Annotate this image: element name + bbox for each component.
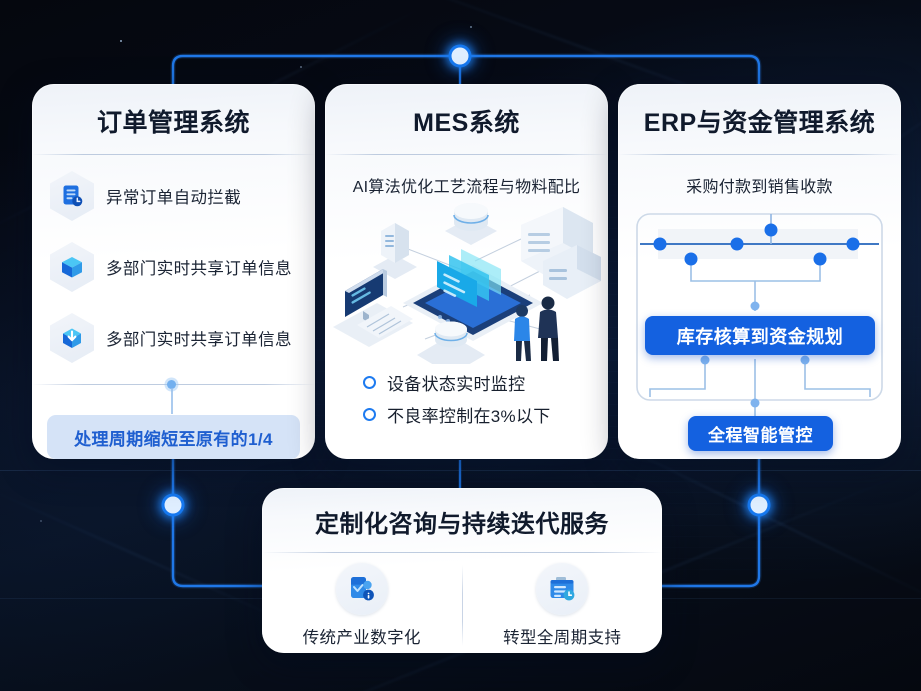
flow-node-small bbox=[750, 398, 760, 408]
card-erp-subtitle: 采购付款到销售收款 bbox=[686, 179, 833, 196]
list-item-label: 多部门实时共享订单信息 bbox=[106, 260, 292, 278]
service-label: 转型全周期支持 bbox=[503, 629, 622, 647]
connector-node-top bbox=[448, 44, 472, 68]
service-row: 传统产业数字化 转型全周期支持 bbox=[262, 553, 662, 653]
flow-node bbox=[653, 237, 667, 251]
flow-node-small bbox=[750, 301, 760, 311]
divider bbox=[262, 552, 662, 553]
order-feature-list: 异常订单自动拦截 多部门实时共享订单信息 bbox=[32, 155, 315, 363]
list-item[interactable]: 多部门实时共享订单信息 bbox=[50, 313, 315, 363]
card-custom-consulting[interactable]: 定制化咨询与持续迭代服务 传统产业数字化 bbox=[262, 488, 662, 653]
background-horizon-line bbox=[0, 470, 921, 471]
background-particle bbox=[120, 40, 122, 42]
list-item[interactable]: 异常订单自动拦截 bbox=[50, 171, 315, 221]
erp-flow-diagram: 库存核算到资金规划 全程智能管控 bbox=[634, 211, 885, 456]
list-item-label: 异常订单自动拦截 bbox=[106, 189, 242, 207]
service-item-digitalization[interactable]: 传统产业数字化 bbox=[262, 553, 462, 653]
bullet-dot-icon bbox=[363, 376, 376, 389]
list-item-label: 设备状态实时监控 bbox=[387, 375, 526, 394]
isometric-network-illustration bbox=[325, 199, 608, 375]
card-order-title: 订单管理系统 bbox=[96, 109, 250, 137]
download-box-icon bbox=[50, 313, 94, 363]
connector-node-left bbox=[161, 493, 185, 517]
divider bbox=[618, 154, 901, 155]
consult-person-icon bbox=[335, 563, 388, 615]
flow-node bbox=[684, 252, 698, 266]
background-particle bbox=[470, 26, 472, 28]
erp-primary-tag[interactable]: 库存核算到资金规划 bbox=[645, 316, 875, 355]
timeline-node bbox=[167, 380, 176, 389]
flow-node bbox=[730, 237, 744, 251]
erp-secondary-tag[interactable]: 全程智能管控 bbox=[688, 416, 833, 451]
flow-node bbox=[813, 252, 827, 266]
list-item-label: 不良率控制在3%以下 bbox=[387, 407, 551, 426]
card-bottom-title: 定制化咨询与持续迭代服务 bbox=[315, 511, 609, 538]
flow-node bbox=[764, 223, 778, 237]
divider bbox=[461, 565, 463, 646]
service-item-lifecycle[interactable]: 转型全周期支持 bbox=[463, 553, 663, 653]
list-item[interactable]: 设备状态实时监控 bbox=[363, 370, 608, 395]
divider bbox=[32, 154, 315, 155]
card-mes-system[interactable]: MES系统 AI算法优化工艺流程与物料配比 bbox=[325, 84, 608, 459]
cube-box-icon bbox=[50, 242, 94, 292]
connector-node-right bbox=[747, 493, 771, 517]
folder-clock-icon bbox=[536, 563, 589, 615]
list-item-label: 多部门实时共享订单信息 bbox=[106, 331, 292, 349]
flow-node bbox=[846, 237, 860, 251]
order-highlight-badge: 处理周期缩短至原有的1/4 bbox=[47, 415, 300, 459]
service-label: 传统产业数字化 bbox=[302, 629, 421, 647]
card-mes-subtitle: AI算法优化工艺流程与物料配比 bbox=[352, 179, 581, 196]
list-item[interactable]: 不良率控制在3%以下 bbox=[363, 402, 608, 427]
timeline-stem bbox=[171, 388, 173, 414]
document-clock-icon bbox=[50, 171, 94, 221]
bullet-dot-icon bbox=[363, 408, 376, 421]
flow-node-small bbox=[800, 355, 810, 365]
divider bbox=[325, 154, 608, 155]
background-particle bbox=[300, 66, 302, 68]
list-item[interactable]: 多部门实时共享订单信息 bbox=[50, 242, 315, 292]
mes-bullet-list: 设备状态实时监控 不良率控制在3%以下 bbox=[325, 364, 608, 427]
flow-node-small bbox=[700, 355, 710, 365]
card-mes-title: MES系统 bbox=[413, 109, 520, 137]
card-erp-finance[interactable]: ERP与资金管理系统 采购付款到销售收款 bbox=[618, 84, 901, 459]
card-erp-title: ERP与资金管理系统 bbox=[643, 109, 876, 137]
order-timeline-divider bbox=[32, 380, 315, 414]
background-particle bbox=[40, 520, 42, 522]
card-order-management[interactable]: 订单管理系统 异常订单自动拦截 bbox=[32, 84, 315, 459]
